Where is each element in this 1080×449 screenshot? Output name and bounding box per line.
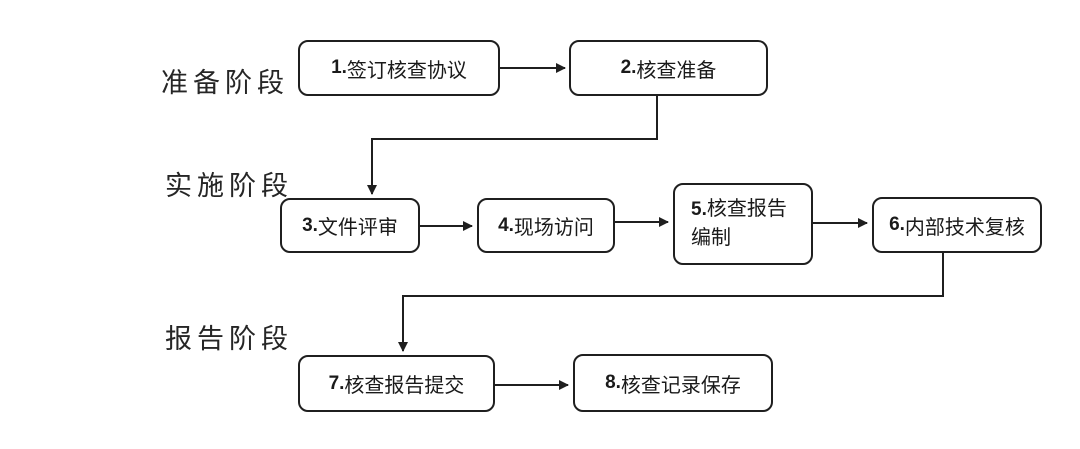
node-number: 8.: [605, 372, 621, 393]
node-label-line2: 编制: [691, 227, 731, 249]
stage-label-preparation: 准备阶段: [161, 68, 289, 98]
stage-label-implementation: 实施阶段: [165, 171, 293, 201]
flow-node-report-compilation: 5.核查报告 编制: [673, 183, 813, 265]
node-number: 6.: [889, 214, 905, 235]
node-number: 1.: [331, 57, 347, 78]
node-number: 4.: [498, 214, 514, 236]
node-label: 核查准备: [636, 59, 717, 82]
node-number: 7.: [328, 372, 345, 394]
node-number: 3.: [302, 214, 318, 236]
node-label: 内部技术复核: [904, 216, 1025, 239]
flow-node-record-retention: 8.核查记录保存: [573, 354, 773, 412]
node-number: 2.: [620, 57, 637, 78]
node-label: 文件评审: [317, 217, 398, 239]
arrow-6-to-7: [398, 253, 944, 352]
flow-node-internal-technical-review: 6.内部技术复核: [872, 197, 1042, 253]
flow-node-sign-agreement: 1.签订核查协议: [298, 40, 500, 96]
node-number: 5.: [691, 199, 707, 220]
node-label: 核查报告提交: [344, 375, 465, 397]
flow-node-document-review: 3.文件评审: [280, 198, 420, 253]
node-label: 签订核查协议: [346, 59, 467, 82]
arrow-2-to-3: [367, 96, 658, 195]
stage-label-reporting: 报告阶段: [165, 324, 293, 354]
flow-node-report-submission: 7.核查报告提交: [298, 355, 495, 412]
node-label: 核查记录保存: [620, 374, 741, 397]
node-label-line1: 5.核查报告: [691, 195, 787, 224]
flow-node-verification-prep: 2.核查准备: [569, 40, 768, 96]
node-label: 现场访问: [513, 217, 594, 239]
flow-node-site-visit: 4.现场访问: [477, 198, 615, 253]
node-label: 核查报告: [706, 198, 787, 220]
